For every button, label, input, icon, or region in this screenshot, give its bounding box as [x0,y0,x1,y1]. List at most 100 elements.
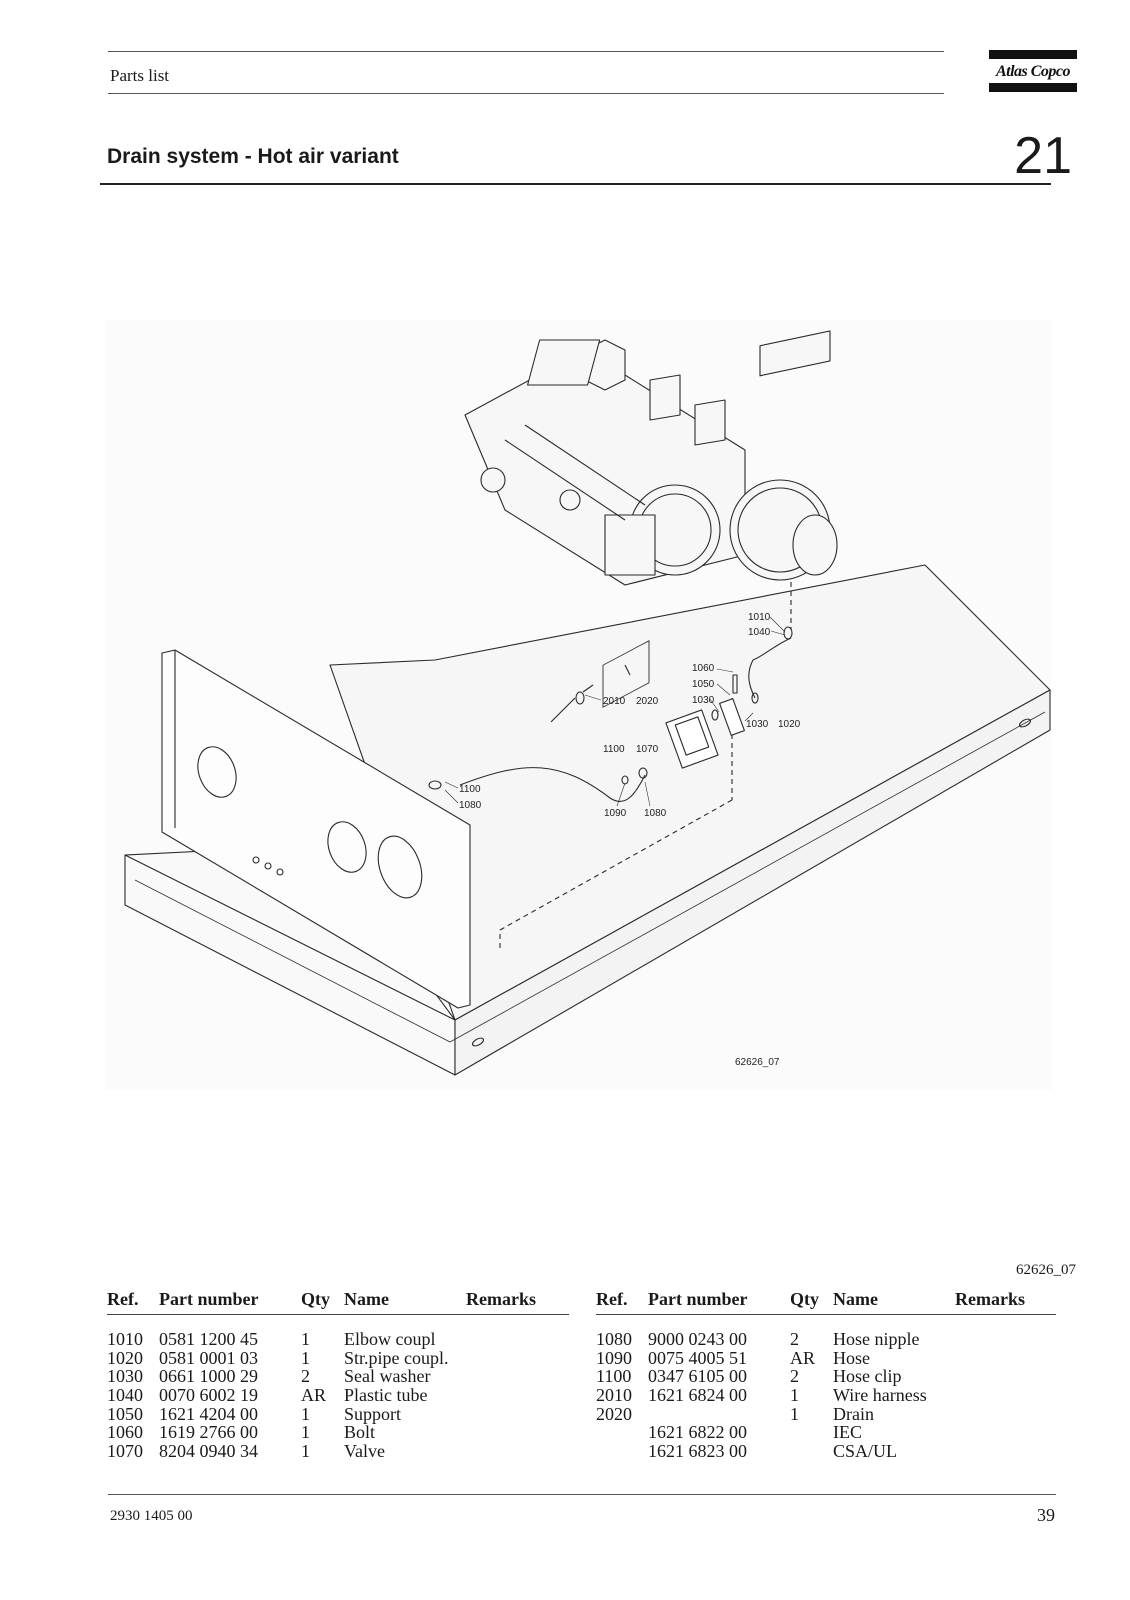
column-header-qty: Qty [301,1289,330,1309]
cell-qty: AR [301,1385,327,1406]
section-title: Drain system - Hot air variant [107,145,399,168]
cell-part-number: 0347 6105 00 [648,1366,747,1387]
callout-label: 1060 [692,663,715,674]
cell-part-number: 0581 0001 03 [159,1347,258,1368]
cell-ref: 1020 [107,1347,143,1368]
column-header-remarks: Remarks [466,1289,536,1309]
cell-ref: 1100 [596,1366,632,1387]
callout-label: 1090 [604,808,627,819]
cell-ref: 2010 [596,1385,632,1406]
section-title-rule [100,183,1051,185]
cell-name: Bolt [344,1422,376,1443]
callout-label: 1070 [636,744,659,755]
cell-name: Str.pipe coupl. [344,1347,449,1368]
cell-ref: 1030 [107,1366,143,1387]
cell-name: CSA/UL [833,1441,898,1462]
table-row: 1050 1621 4204 00 1 Support [107,1403,569,1424]
cell-name: Valve [344,1441,385,1462]
column-header-qty: Qty [790,1289,819,1309]
column-header-remarks: Remarks [955,1289,1025,1309]
cell-name: Wire harness [833,1385,927,1406]
cell-ref: 1010 [107,1329,143,1349]
cell-ref: 1040 [107,1385,143,1406]
cell-part-number: 0661 1000 29 [159,1366,258,1387]
footer-rule [108,1494,1056,1495]
cell-name: IEC [833,1422,862,1443]
table-row: 2020 1 Drain [596,1403,1056,1424]
parts-table-header: Ref. Part number Qty Name Remarks [107,1290,569,1315]
cell-ref: 1050 [107,1403,143,1424]
base-frame [124,564,1051,1076]
cell-ref: 1070 [107,1441,143,1462]
cell-part-number: 8204 0940 34 [159,1441,258,1462]
callout-label: 1080 [644,808,667,819]
cell-name: Hose clip [833,1366,902,1387]
cell-qty: 1 [301,1329,310,1349]
cell-qty: 1 [790,1403,799,1424]
callout-label: 1020 [778,719,801,730]
table-row: 1100 0347 6105 00 2 Hose clip [596,1367,1056,1386]
cell-name: Drain [833,1403,874,1424]
callout-label: 1030 [692,695,715,706]
callout-label: 1080 [459,800,482,811]
table-row: 1621 6823 00 CSA/UL [596,1442,1056,1461]
cell-qty: 1 [301,1422,310,1443]
cell-name: Support [344,1403,402,1424]
footer-document-number: 2930 1405 00 [110,1508,193,1524]
drain-assembly [428,582,793,952]
cell-name: Hose [833,1347,870,1368]
callout-label: 1040 [748,627,771,638]
cell-qty: 1 [790,1385,799,1406]
cell-name: Hose nipple [833,1329,920,1349]
cell-part-number: 0070 6002 19 [159,1385,258,1406]
cell-name: Seal washer [344,1366,431,1387]
page-number: 39 [1037,1505,1055,1525]
cell-part-number: 1621 6823 00 [648,1441,747,1462]
cell-qty: 2 [790,1366,799,1387]
brand-logo-wordmark: Atlas Copco [995,63,1071,80]
cell-qty: AR [790,1347,816,1368]
header-top-rule [108,51,944,52]
table-row: 1020 0581 0001 03 1 Str.pipe coupl. [107,1347,569,1368]
cell-qty: 1 [301,1347,310,1368]
cell-qty: 1 [301,1403,310,1424]
cell-part-number: 9000 0243 00 [648,1329,747,1349]
cell-ref: 1060 [107,1422,143,1443]
callout-label: 1100 [603,744,625,755]
cell-ref: 2020 [596,1403,632,1424]
figure-code: 62626_07 [1016,1262,1076,1278]
cell-part-number: 0075 4005 51 [648,1347,747,1368]
column-header-part-number: Part number [648,1289,748,1309]
column-header-ref: Ref. [596,1289,628,1309]
table-row: 1030 0661 1000 29 2 Seal washer [107,1367,569,1386]
drawing-svg: 1010 1040 1060 1050 1030 2010 2020 1030 … [124,330,1051,1076]
callout-label: 1010 [748,612,771,623]
side-panel [161,649,471,1009]
column-header-ref: Ref. [107,1289,139,1309]
cell-part-number: 1621 6824 00 [648,1385,747,1406]
cell-part-number: 1621 4204 00 [159,1403,258,1424]
header-bottom-rule [108,93,944,94]
column-header-part-number: Part number [159,1289,259,1309]
drawing-code: 62626_07 [735,1057,780,1068]
callout-label: 2020 [636,696,659,707]
callout-labels: 1010 1040 1060 1050 1030 2010 2020 1030 … [459,612,801,1068]
compressor-element [464,330,838,586]
cell-qty: 2 [301,1366,310,1387]
brand-logo: Atlas Copco [989,50,1077,94]
cell-ref: 1080 [596,1329,632,1349]
callout-label: 1100 [459,784,481,795]
column-header-name: Name [833,1289,878,1309]
section-number: 21 [1014,127,1072,185]
exploded-view-drawing: 1010 1040 1060 1050 1030 2010 2020 1030 … [105,320,1051,1090]
